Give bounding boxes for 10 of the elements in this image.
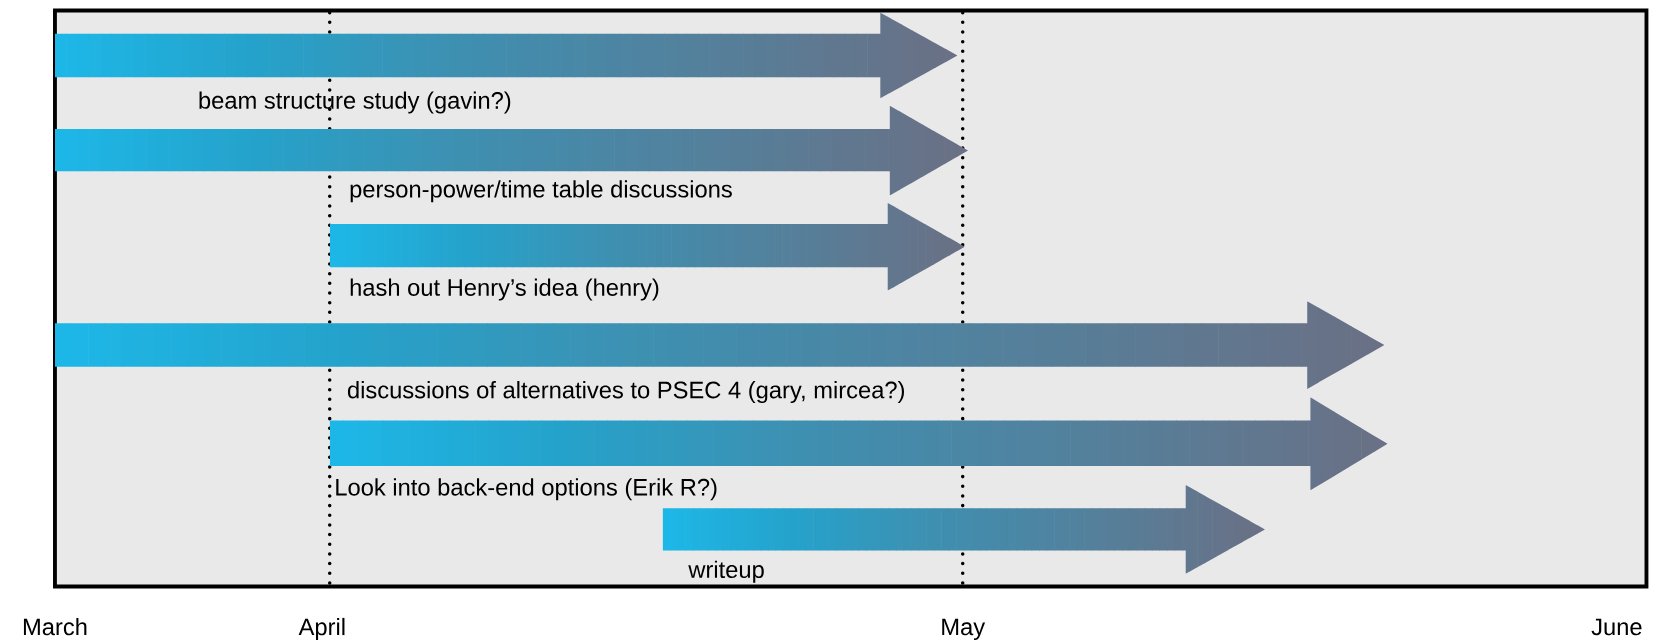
task-label: discussions of alternatives to PSEC 4 (gary, mircea?)	[347, 381, 904, 404]
month-label: April	[298, 617, 345, 641]
month-label: March	[23, 617, 87, 636]
task-label: beam structure study (gavin?)	[199, 91, 511, 114]
task-label: Look into back-end options (Erik R?)	[336, 478, 717, 501]
month-label: May	[942, 618, 986, 641]
task-label: person-power/time table discussions	[350, 180, 732, 203]
month-label: June	[1591, 618, 1642, 636]
task-label: hash out Henry’s idea (henry)	[350, 278, 659, 301]
task-label: writeup	[688, 560, 764, 583]
